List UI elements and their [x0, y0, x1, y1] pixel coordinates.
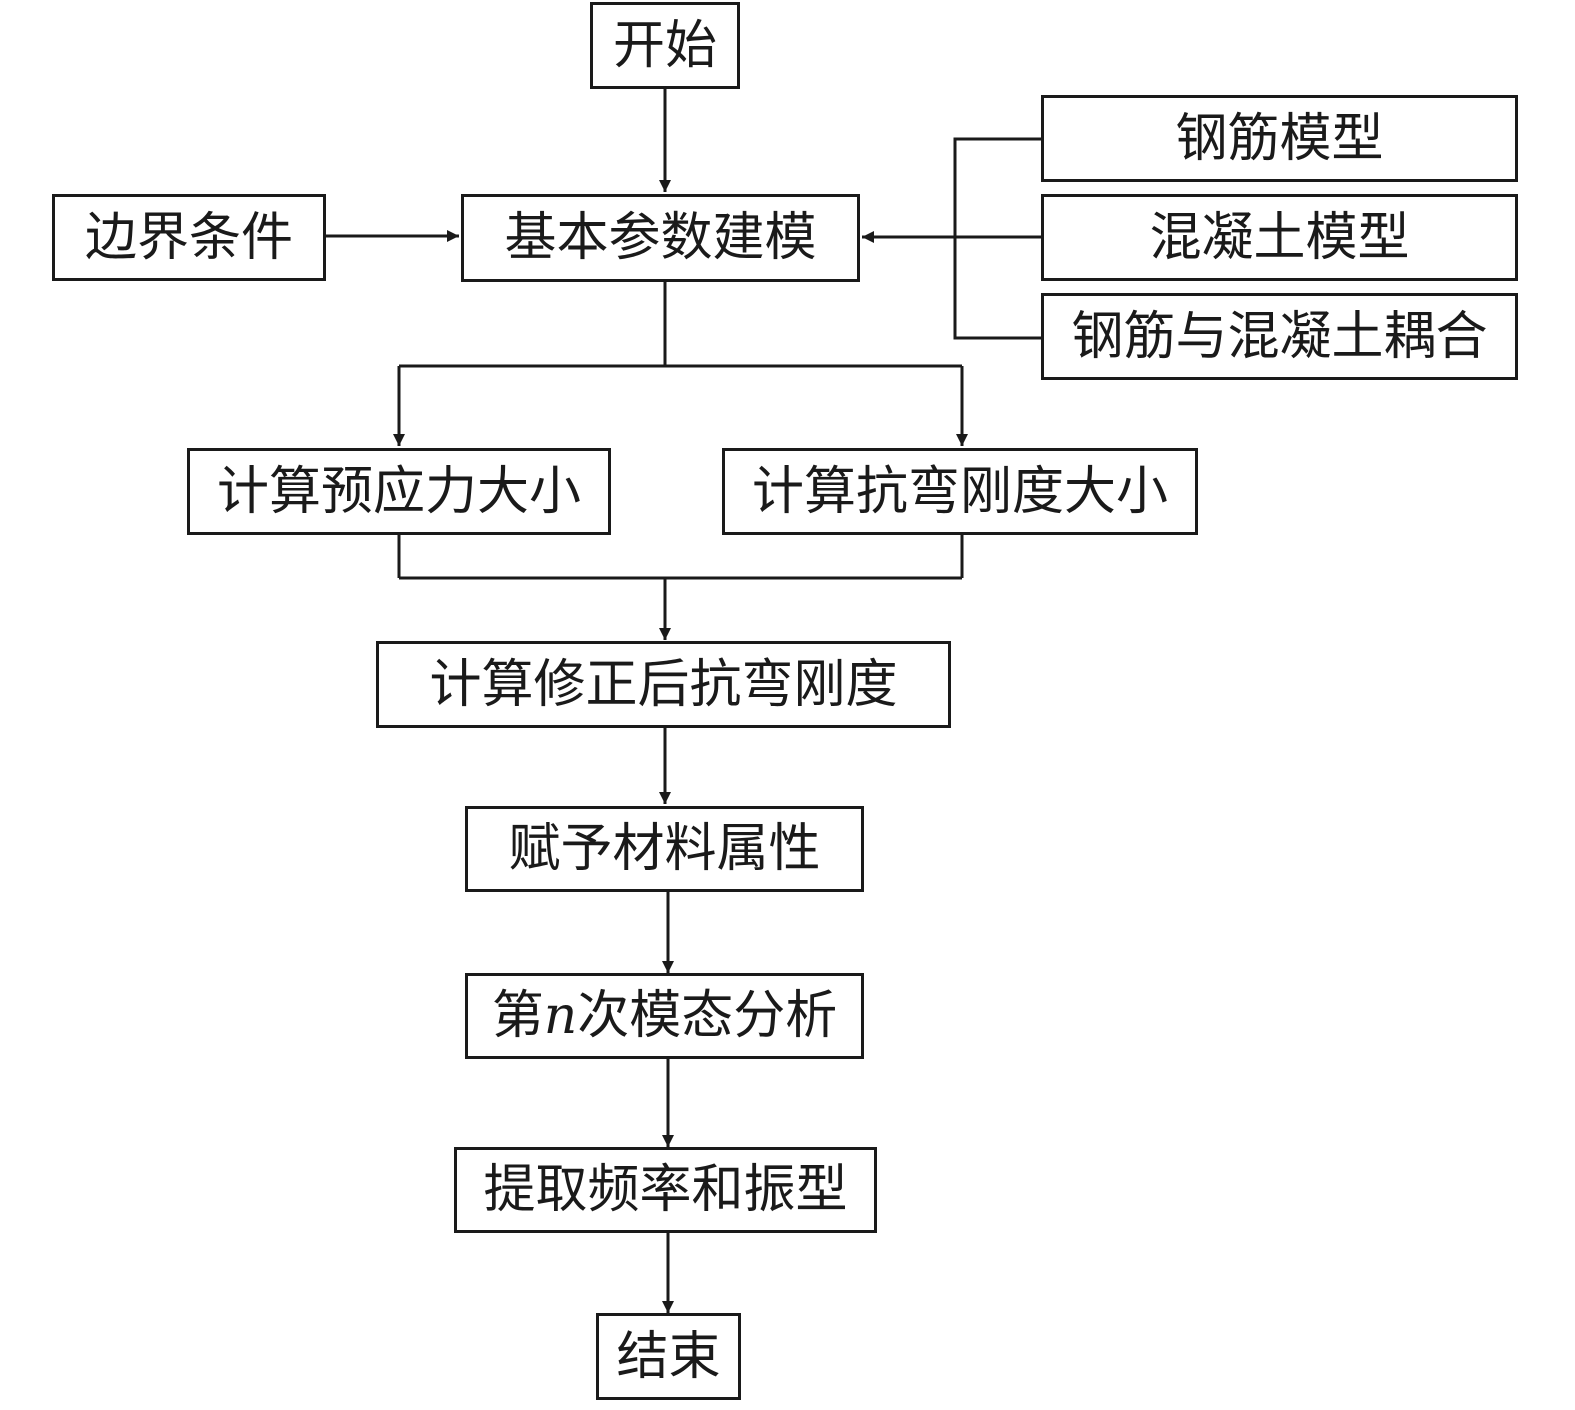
basic-modeling-node: 基本参数建模: [461, 194, 860, 282]
modal-analysis-prefix: 第: [491, 986, 544, 1046]
coupling-node: 钢筋与混凝土耦合: [1041, 293, 1518, 380]
rebar-model-label: 钢筋模型: [1175, 108, 1384, 169]
end-label: 结束: [616, 1326, 721, 1387]
boundary-conditions-node: 边界条件: [52, 194, 326, 281]
calc-corrected-stiffness-node: 计算修正后抗弯刚度: [376, 641, 951, 728]
modal-analysis-variable: n: [543, 986, 578, 1046]
calc-stiffness-label: 计算抗弯刚度大小: [751, 461, 1168, 522]
start-node: 开始: [590, 2, 740, 89]
modal-analysis-suffix: 次模态分析: [577, 986, 838, 1046]
coupling-label: 钢筋与混凝土耦合: [1071, 306, 1488, 367]
calc-stiffness-node: 计算抗弯刚度大小: [722, 448, 1198, 535]
basic-modeling-label: 基本参数建模: [504, 208, 817, 268]
extract-label: 提取频率和振型: [483, 1160, 848, 1220]
calc-corrected-stiffness-label: 计算修正后抗弯刚度: [429, 654, 898, 715]
assign-material-node: 赋予材料属性: [465, 806, 864, 892]
calc-prestress-label: 计算预应力大小: [216, 461, 581, 522]
assign-material-label: 赋予材料属性: [508, 819, 821, 879]
end-node: 结束: [596, 1313, 741, 1400]
calc-prestress-node: 计算预应力大小: [187, 448, 611, 535]
boundary-conditions-label: 边界条件: [84, 207, 293, 268]
extract-node: 提取频率和振型: [454, 1147, 877, 1233]
concrete-model-label: 混凝土模型: [1149, 207, 1410, 268]
rebar-model-node: 钢筋模型: [1041, 95, 1518, 182]
modal-analysis-node: 第n次模态分析: [465, 973, 864, 1059]
modal-analysis-label: 第n次模态分析: [492, 990, 838, 1042]
start-label: 开始: [612, 15, 717, 76]
concrete-model-node: 混凝土模型: [1041, 194, 1518, 281]
